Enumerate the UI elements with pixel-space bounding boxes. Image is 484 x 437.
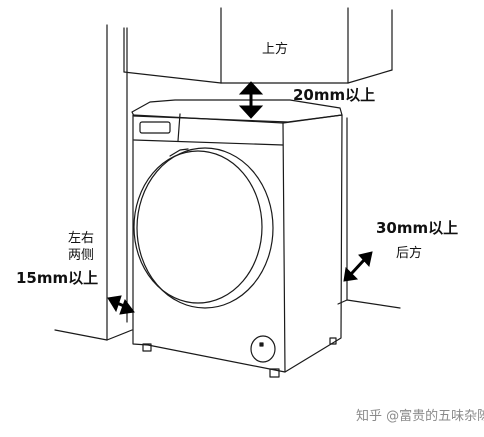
- top-clearance-label: 20mm以上: [293, 86, 376, 104]
- washing-machine: [131, 99, 343, 378]
- sides-label-line1: 左右: [68, 231, 95, 246]
- left-wall: [54, 24, 133, 341]
- door-ring: [136, 147, 274, 309]
- back-clearance-arrow-icon: [343, 251, 373, 282]
- door-outer: [133, 150, 263, 304]
- back-area-label: 后方: [396, 246, 423, 261]
- watermark-text: 知乎 @富贵的五味杂陈: [356, 409, 484, 424]
- top-area-label: 上方: [262, 42, 289, 57]
- filter-cap: [250, 335, 276, 363]
- side-clearance-arrow-icon: [107, 295, 135, 315]
- upper-cabinet: [123, 7, 393, 84]
- display-panel: [139, 121, 171, 134]
- side-clearance-label: 15mm以上: [16, 269, 99, 287]
- top-clearance-arrow-icon: [238, 81, 264, 119]
- back-clearance-label: 30mm以上: [376, 219, 459, 237]
- sides-label-line2: 两侧: [68, 248, 95, 263]
